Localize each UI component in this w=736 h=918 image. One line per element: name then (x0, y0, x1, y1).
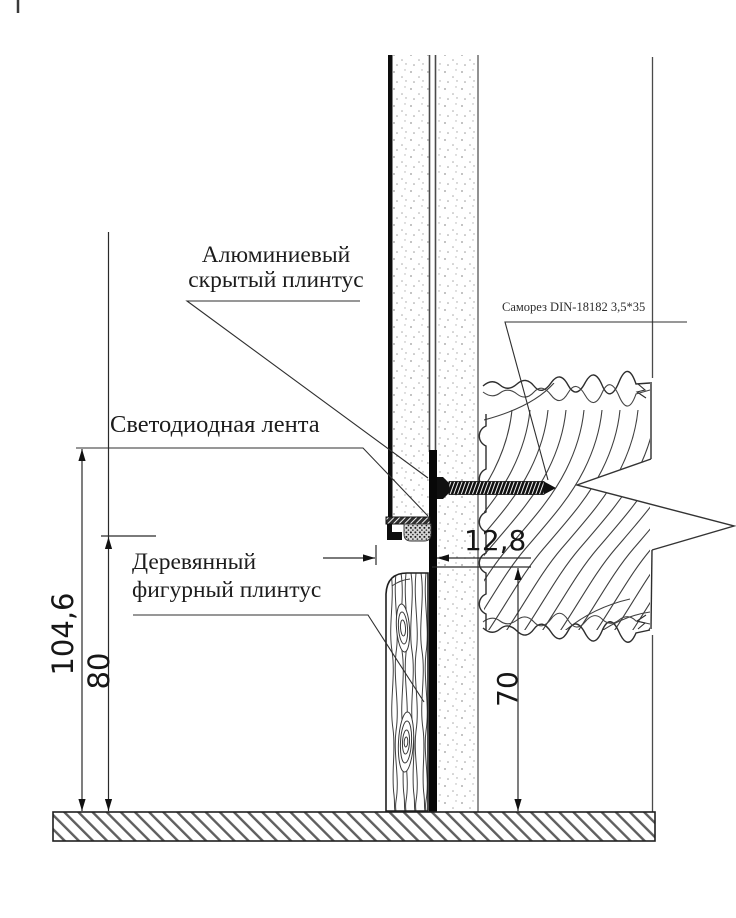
floor-slab (52, 811, 656, 842)
aluminum-plinth-profile (385, 516, 432, 542)
dimension-recess-depth: 12,8 (464, 524, 527, 557)
label-screw-spec: Саморез DIN-18182 3,5*35 (502, 300, 646, 314)
dimension-recess-height: 80 (82, 652, 116, 690)
led-strip (403, 523, 432, 542)
dimension-overall-height: 104,6 (46, 592, 80, 676)
mounting-screw-icon (437, 477, 556, 499)
dimension-arrows (78, 449, 522, 811)
label-aluminum-hidden-plinth: Алюминиевый скрытый плинтус (170, 243, 382, 293)
batten-edges (478, 370, 653, 643)
wood-figured-plinth (385, 572, 429, 812)
dimension-plinth-height: 70 (491, 671, 524, 707)
label-aluminum-line1: Алюминиевый (201, 242, 351, 268)
wood-batten (478, 370, 736, 643)
drywall-edge-lines (428, 55, 437, 452)
plinth-knots (395, 603, 415, 773)
leader-lines (76, 300, 687, 703)
wood-grain (484, 383, 650, 630)
batten-break-notch (574, 458, 736, 551)
label-wood-line2: фигурный плинтус (132, 576, 322, 603)
wall-finish-layer (388, 55, 429, 517)
label-wood-figured-plinth: Деревянный фигурный плинтус (132, 549, 321, 604)
label-led-strip: Светодиодная лента (110, 411, 320, 438)
label-wood-line1: Деревянный (132, 549, 257, 575)
shadow-gap-bar (429, 450, 437, 813)
label-aluminum-line2: скрытый плинтус (188, 267, 364, 293)
base-wall-layer (437, 55, 654, 812)
